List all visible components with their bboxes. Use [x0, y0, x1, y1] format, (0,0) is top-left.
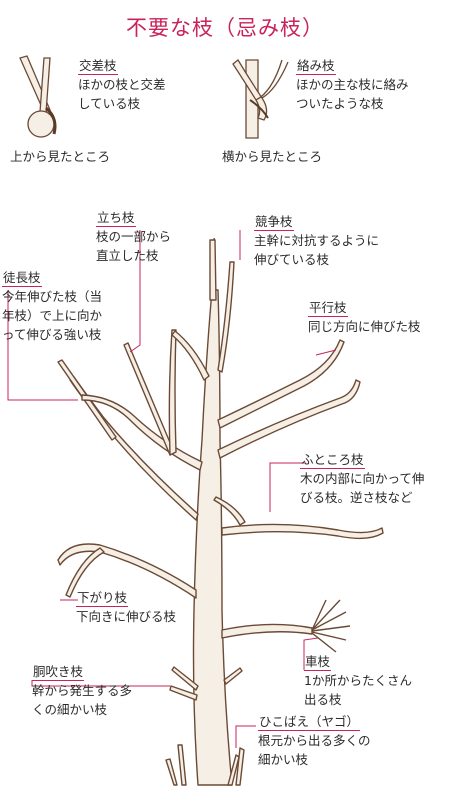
parallel-branch-label: 平行枝 同じ方向に伸びた枝: [308, 298, 421, 336]
wheel-branch-label: 車枝 1か所からたくさん 出る枝: [304, 652, 412, 709]
vigorous-shoot-name: 徒長枝: [2, 270, 42, 287]
upright-branch-desc-1: 枝の一部から: [96, 229, 172, 244]
crossing-branch-name: 交差枝: [78, 58, 118, 75]
crossing-branch-desc-2: している枝: [78, 96, 141, 111]
upright-branch-desc-2: 直立した枝: [96, 248, 159, 263]
parallel-branch-desc-1: 同じ方向に伸びた枝: [308, 319, 421, 334]
caption-from-side: 横から見たところ: [222, 149, 323, 164]
competing-branch-name: 競争枝: [254, 214, 294, 231]
sucker-name: ひこばえ（ヤゴ）: [258, 714, 361, 731]
trunk-shoot-desc-2: くの細かい枝: [32, 702, 108, 717]
vigorous-shoot-desc-2: 年枝）で上に向か: [2, 308, 103, 323]
caption-from-above: 上から見たところ: [10, 149, 111, 164]
inward-branch-desc-2: びる枝。逆さ枝など: [300, 490, 413, 505]
crossing-branch-illustration: [19, 55, 57, 138]
competing-branch-desc-2: 伸びている枝: [254, 252, 330, 267]
inward-branch-desc-1: 木の内部に向かって伸: [300, 471, 425, 486]
leader-lines: [7, 230, 337, 748]
competing-branch-label: 競争枝 主幹に対抗するように 伸びている枝: [254, 212, 379, 269]
tangled-branch-label: 絡み枝 ほかの主な枝に絡み ついたような枝: [296, 56, 409, 113]
trunk-shoot-name: 胴吹き枝: [32, 664, 85, 681]
sucker-desc-1: 根元から出る多くの: [258, 733, 371, 748]
tangled-branch-illustration: [232, 59, 289, 139]
upright-branch-name: 立ち枝: [96, 210, 136, 227]
crossing-branch-label: 交差枝 ほかの枝と交差 している枝: [78, 56, 166, 113]
drooping-branch-desc-1: 下向きに伸びる枝: [76, 609, 177, 624]
wheel-branch-name: 車枝: [304, 654, 332, 671]
tangled-branch-desc-1: ほかの主な枝に絡み: [296, 77, 409, 92]
inward-branch-name: ふところ枝: [300, 452, 365, 469]
sucker-desc-2: 細かい枝: [258, 752, 309, 767]
drooping-branch-name: 下がり枝: [76, 590, 129, 607]
crossing-branch-desc-1: ほかの枝と交差: [78, 77, 166, 92]
trunk-shoot-label: 胴吹き枝 幹から発生する多 くの細かい枝: [32, 662, 132, 719]
main-tree: [57, 237, 384, 786]
tangled-branch-name: 絡み枝: [296, 58, 336, 75]
parallel-branch-name: 平行枝: [308, 300, 348, 317]
competing-branch-desc-1: 主幹に対抗するように: [254, 233, 380, 248]
vigorous-shoot-label: 徒長枝 今年伸びた枝（当 年枝）で上に向か って伸びる強い枝: [2, 268, 102, 344]
trunk-shoot-desc-1: 幹から発生する多: [32, 683, 133, 698]
sucker-label: ひこばえ（ヤゴ） 根元から出る多くの 細かい枝: [258, 712, 371, 769]
wheel-branch-desc-1: 1か所からたくさん: [304, 673, 412, 688]
inward-branch-label: ふところ枝 木の内部に向かって伸 びる枝。逆さ枝など: [300, 450, 424, 507]
upright-branch-label: 立ち枝 枝の一部から 直立した枝: [96, 208, 171, 265]
page-title: 不要な枝（忌み枝）: [126, 16, 324, 40]
wheel-branch-desc-2: 出る枝: [304, 692, 342, 707]
tangled-branch-desc-2: ついたような枝: [296, 96, 384, 111]
drooping-branch-label: 下がり枝 下向きに伸びる枝: [76, 588, 176, 626]
vigorous-shoot-desc-1: 今年伸びた枝（当: [2, 289, 103, 304]
vigorous-shoot-desc-3: って伸びる強い枝: [2, 327, 102, 342]
